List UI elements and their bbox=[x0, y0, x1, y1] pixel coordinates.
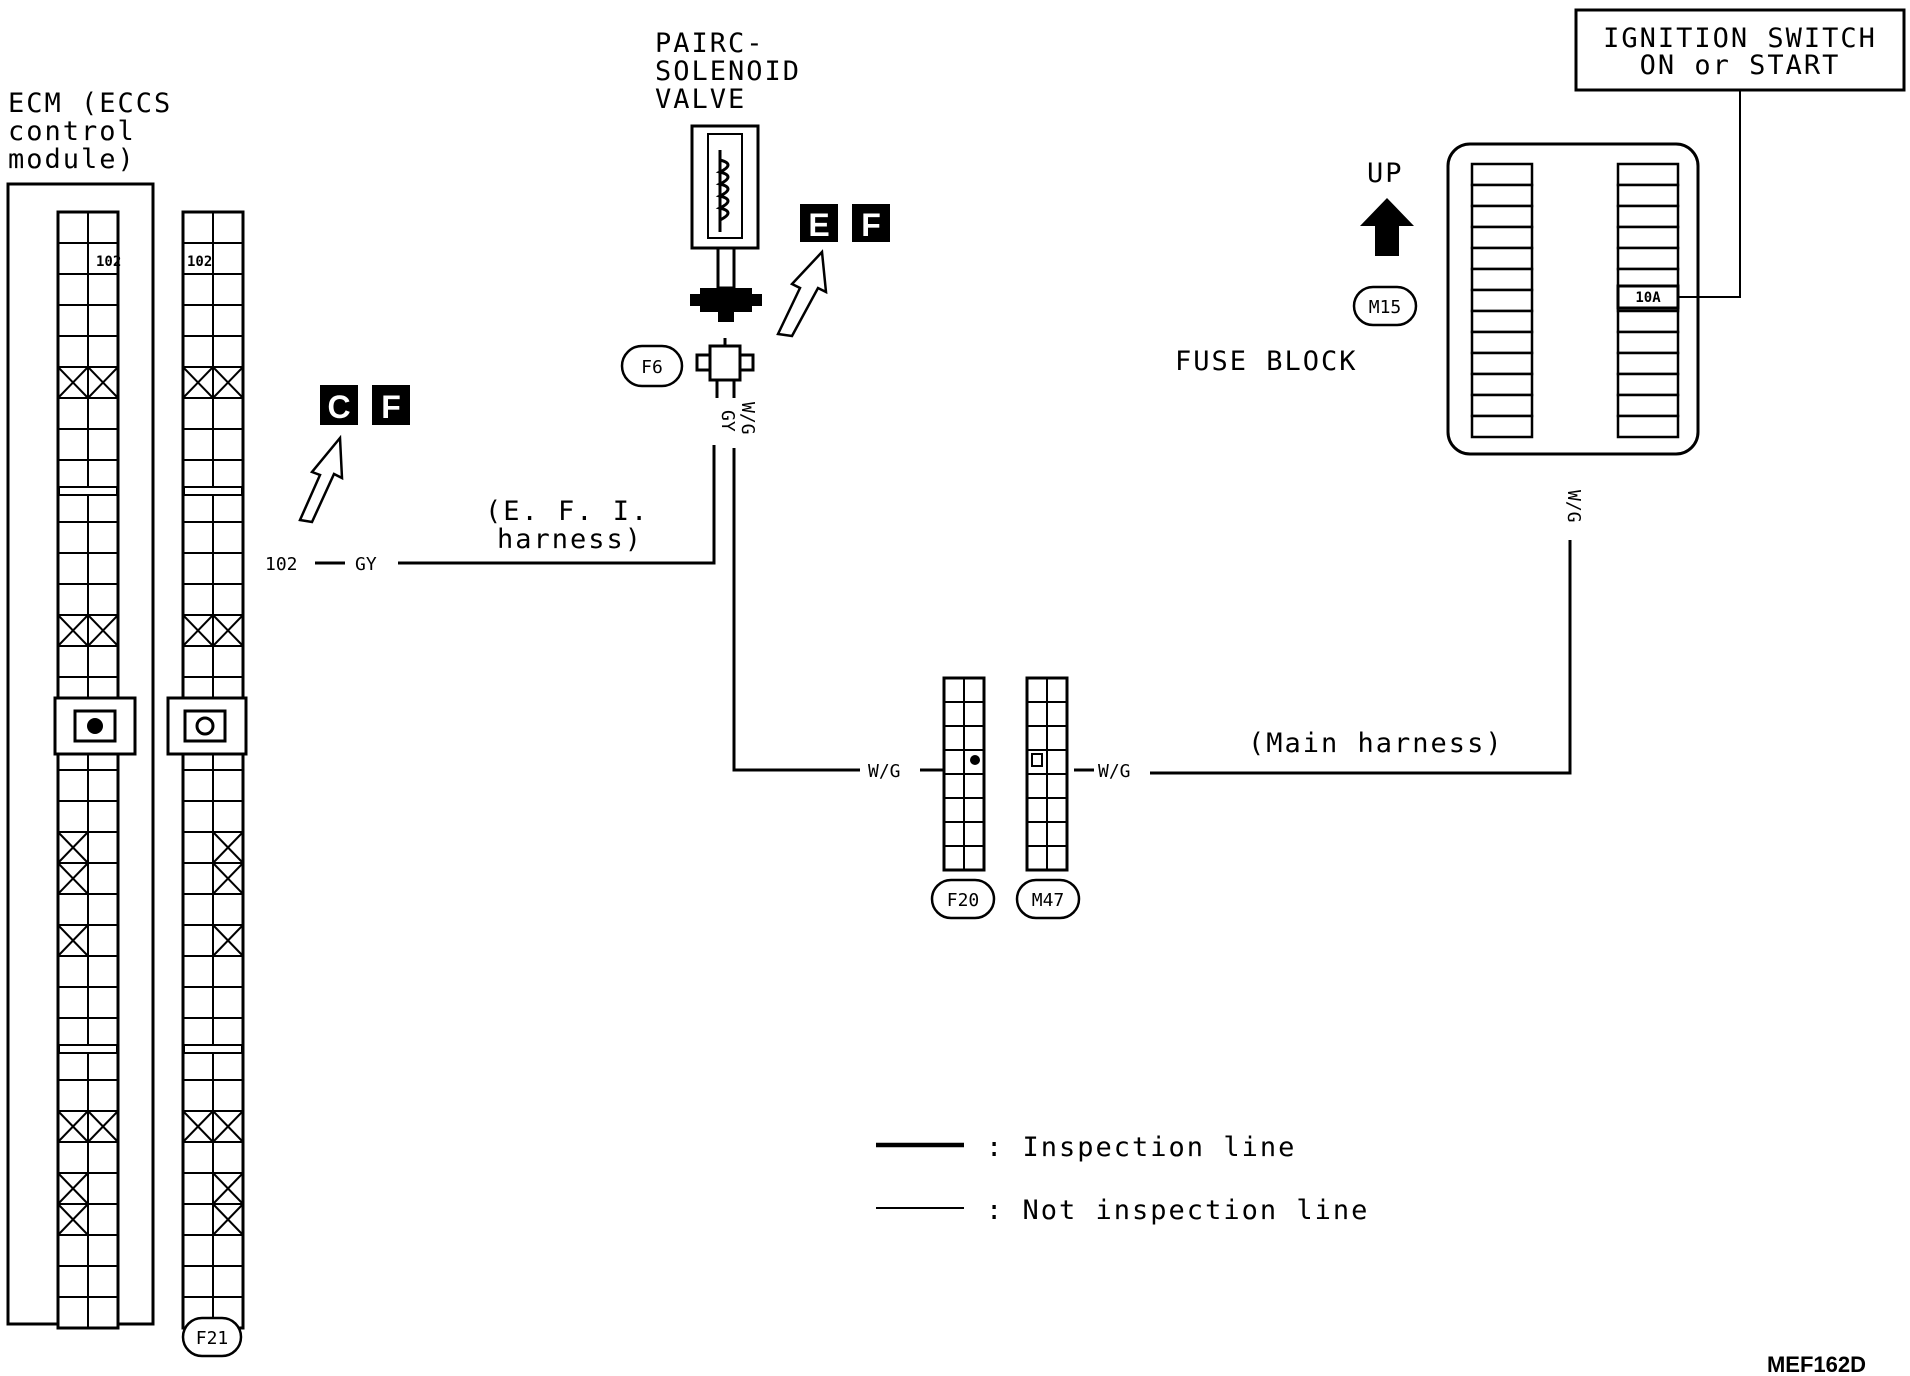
ecm-label-line-3: module) bbox=[8, 144, 136, 175]
f21-label: F21 bbox=[196, 1328, 229, 1349]
f6-gy-label: GY bbox=[717, 410, 738, 432]
ref-code-f-box bbox=[372, 385, 410, 425]
wg-main-harness-wire bbox=[1150, 540, 1572, 775]
gy-wire bbox=[398, 448, 716, 565]
ignition-switch-box bbox=[1574, 8, 1906, 92]
ref-code-f2-box bbox=[852, 204, 890, 242]
m15-label: M15 bbox=[1369, 297, 1402, 318]
f6-wg-label: W/G bbox=[737, 402, 758, 435]
check-arrow-icon bbox=[298, 434, 344, 524]
wire-terminal-102: 102 bbox=[265, 554, 298, 575]
ignition-label-line-2: ON or START bbox=[1640, 50, 1841, 81]
ecm-label-line-2: control bbox=[8, 116, 136, 147]
f21-badge bbox=[181, 1316, 243, 1358]
f20-badge bbox=[930, 878, 996, 920]
check-arrow-icon-2 bbox=[776, 249, 828, 338]
m47-label: M47 bbox=[1032, 890, 1065, 911]
f6-connector bbox=[708, 344, 742, 382]
ignition-label-line-1: IGNITION SWITCH bbox=[1603, 23, 1877, 54]
f21-terminal-102: 102 bbox=[187, 254, 212, 270]
f20-connector-grid bbox=[942, 676, 986, 872]
ecm-terminal-102: 102 bbox=[96, 254, 121, 270]
m47-wg-label: W/G bbox=[1098, 761, 1131, 782]
fuse-10a-label: 10A bbox=[1635, 290, 1661, 306]
efi-harness-line-2: harness) bbox=[497, 524, 643, 555]
figure-code: MEF162D bbox=[1767, 1352, 1866, 1376]
f21-pin-circle bbox=[195, 716, 215, 736]
fuse-block-label: FUSE BLOCK bbox=[1175, 346, 1358, 377]
fuse-column-left bbox=[1470, 162, 1534, 439]
ignition-feed-wire bbox=[1678, 90, 1741, 298]
ref-code-f: F bbox=[381, 389, 401, 425]
m47-pin-square bbox=[1031, 753, 1043, 767]
ref-code-c-box bbox=[320, 385, 358, 425]
f6-badge bbox=[620, 344, 684, 388]
fuse-column-right bbox=[1616, 162, 1680, 439]
efi-harness-line-1: (E. F. I. bbox=[485, 496, 649, 527]
f21-connector-grid bbox=[181, 210, 245, 1330]
f20-pin-dot bbox=[970, 755, 980, 765]
ref-code-f2: F bbox=[861, 207, 881, 243]
legend-not-inspection-text: : Not inspection line bbox=[986, 1195, 1369, 1226]
ecm-label-line-1: ECM (ECCS bbox=[8, 88, 172, 119]
ref-code-e: E bbox=[808, 207, 829, 243]
f6-label: F6 bbox=[641, 357, 663, 378]
ecm-pin-dot bbox=[87, 718, 103, 734]
f20-label: F20 bbox=[947, 890, 980, 911]
wg-wire-valve bbox=[732, 448, 860, 772]
ecm-connector-grid bbox=[56, 210, 120, 1330]
m47-connector-grid bbox=[1025, 676, 1069, 872]
m15-badge bbox=[1352, 285, 1418, 327]
valve-label-line-2: SOLENOID bbox=[655, 56, 801, 87]
solenoid-coil-icon bbox=[715, 150, 730, 232]
main-harness-label: (Main harness) bbox=[1248, 728, 1504, 759]
valve-connector-male bbox=[700, 288, 752, 312]
wire-gy-label: GY bbox=[355, 554, 377, 575]
legend-inspection-text: : Inspection line bbox=[986, 1132, 1296, 1163]
ref-code-c: C bbox=[327, 389, 350, 425]
ref-code-e-box bbox=[800, 204, 838, 242]
f20-wg-label: W/G bbox=[868, 761, 901, 782]
m47-badge bbox=[1015, 878, 1081, 920]
up-label: UP bbox=[1367, 158, 1404, 189]
valve-label-line-3: VALVE bbox=[655, 84, 746, 115]
valve-label-line-1: PAIRC- bbox=[655, 28, 765, 59]
up-arrow-icon bbox=[1360, 198, 1414, 256]
fuse-wg-label: W/G bbox=[1563, 490, 1584, 523]
